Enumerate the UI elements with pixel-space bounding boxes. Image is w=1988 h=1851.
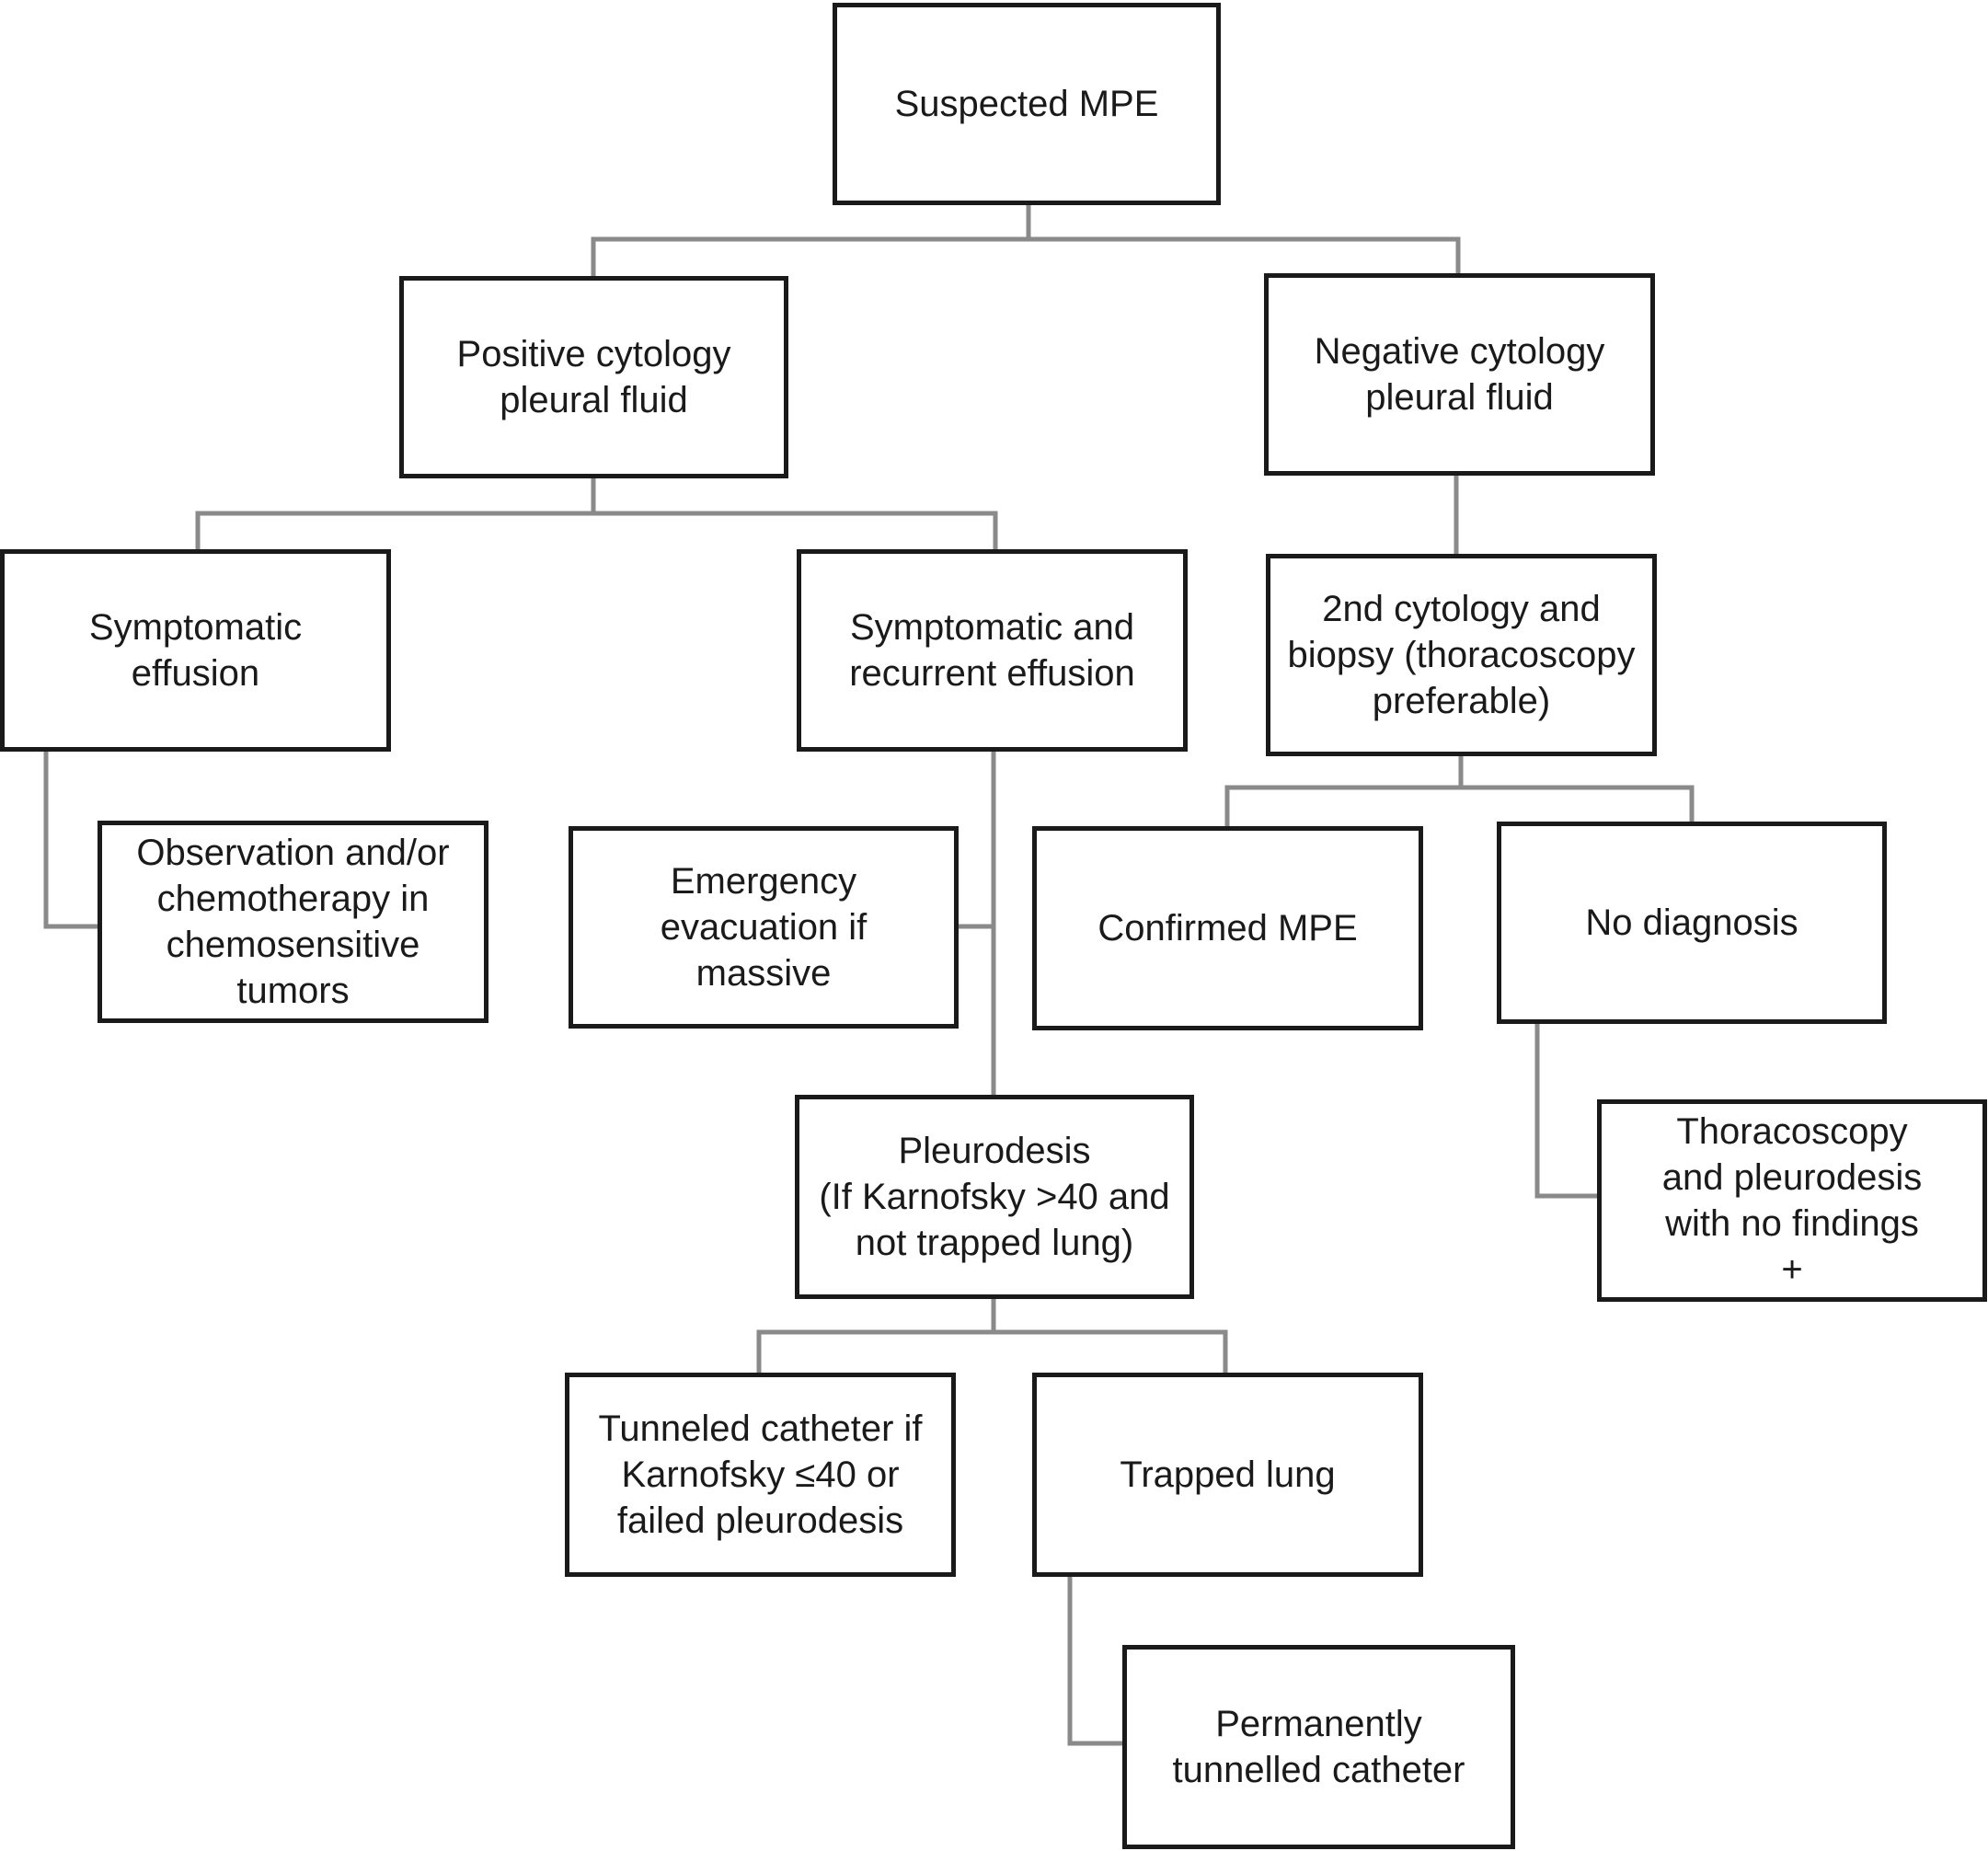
node-observation: Observation and/or chemotherapy in chemo… <box>98 821 488 1023</box>
node-trapped-lung: Trapped lung <box>1032 1373 1423 1577</box>
connector-recurrent <box>954 749 996 1098</box>
node-positive-cytology: Positive cytology pleural fluid <box>399 276 788 478</box>
node-no-diagnosis: No diagnosis <box>1497 822 1887 1024</box>
connector-root <box>591 202 1461 279</box>
connector-symptomatic <box>43 749 102 929</box>
node-tunneled-catheter: Tunneled catheter if Karnofsky ≤40 or fa… <box>565 1373 956 1577</box>
connector-no-diagnosis <box>1534 1020 1602 1199</box>
connector-second-cytology <box>1224 753 1695 829</box>
node-pleurodesis: Pleurodesis (If Karnofsky >40 and not tr… <box>795 1095 1194 1299</box>
node-suspected-mpe: Suspected MPE <box>833 3 1221 205</box>
node-thoracoscopy: Thoracoscopy and pleurodesis with no fin… <box>1597 1099 1987 1302</box>
node-negative-cytology: Negative cytology pleural fluid <box>1264 273 1655 476</box>
node-second-cytology: 2nd cytology and biopsy (thoracoscopy pr… <box>1266 554 1657 756</box>
node-emergency-evacuation: Emergency evacuation if massive <box>569 826 959 1029</box>
connector-pleurodesis <box>756 1294 1228 1375</box>
connector-positive <box>195 476 998 552</box>
node-symptomatic-recurrent-effusion: Symptomatic and recurrent effusion <box>797 549 1188 752</box>
node-symptomatic-effusion: Symptomatic effusion <box>0 549 391 752</box>
node-permanent-catheter: Permanently tunnelled catheter <box>1122 1645 1515 1849</box>
node-confirmed-mpe: Confirmed MPE <box>1032 826 1423 1030</box>
connector-trapped-lung <box>1067 1572 1127 1746</box>
